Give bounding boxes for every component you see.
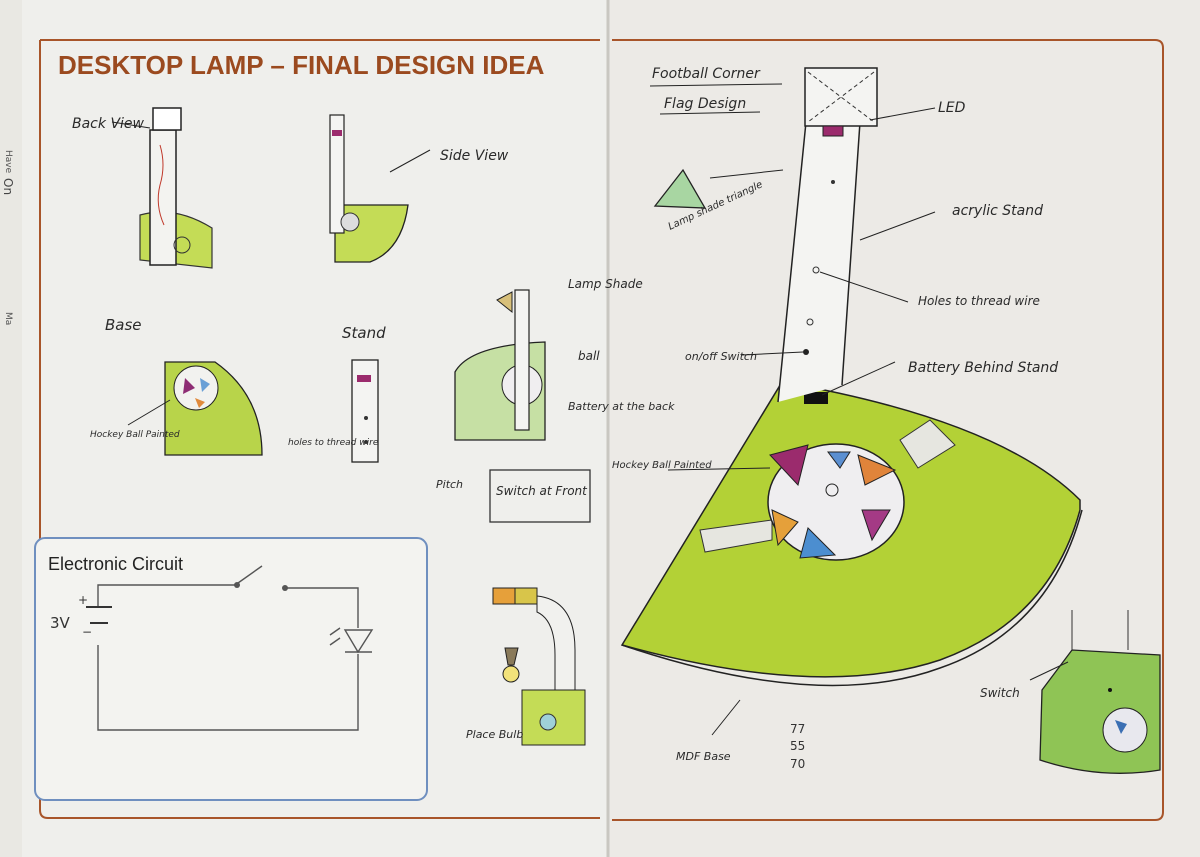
dim-3: 70 bbox=[790, 757, 805, 771]
circuit-voltage: 3V bbox=[50, 614, 71, 632]
switch-contact-2 bbox=[282, 585, 288, 591]
circuit-box bbox=[34, 537, 428, 801]
switch-front-box bbox=[489, 469, 591, 523]
heading-line2: Flag Design bbox=[664, 96, 746, 112]
label-battery-back: Battery at the back bbox=[568, 400, 675, 413]
stand-sketch bbox=[351, 359, 379, 463]
left-frame bbox=[39, 39, 600, 819]
label-side-view: Side View bbox=[440, 148, 509, 164]
arrow-lamp-shade bbox=[709, 169, 784, 179]
circuit-title: Electronic Circuit bbox=[48, 554, 183, 574]
label-back-view: Back View bbox=[72, 116, 145, 132]
label-mdf-base: MDF Base bbox=[676, 750, 731, 763]
label-base: Base bbox=[105, 316, 142, 334]
heading-underline-1 bbox=[649, 83, 783, 87]
circuit-plus: + bbox=[78, 593, 88, 607]
label-ball: ball bbox=[578, 349, 600, 363]
base-sketch bbox=[164, 361, 263, 456]
dim-2: 55 bbox=[790, 739, 805, 753]
arrow-on-off-switch bbox=[741, 351, 804, 356]
label-lamp-shade: Lamp Shade bbox=[568, 277, 643, 291]
back-view-sketch bbox=[139, 107, 213, 269]
dim-1: 77 bbox=[790, 722, 805, 736]
arrow-hockey-ball-left bbox=[127, 399, 171, 426]
label-holes-thread-left: holes to thread wire bbox=[288, 438, 379, 448]
label-switch-front: Switch at Front bbox=[496, 484, 588, 498]
lamp-shade-triangle bbox=[653, 168, 707, 209]
label-battery-behind: Battery Behind Stand bbox=[908, 360, 1058, 376]
arrow-hockey-ball-right bbox=[667, 467, 771, 471]
label-on-off-switch: on/off Switch bbox=[685, 350, 757, 363]
mdf-base-drawing bbox=[620, 381, 1083, 687]
label-stand: Stand bbox=[342, 324, 386, 342]
arrow-switch bbox=[1029, 661, 1069, 681]
right-frame bbox=[612, 39, 1164, 821]
circuit-minus: − bbox=[82, 625, 92, 639]
label-place-bulb: Place Bulb bbox=[466, 728, 523, 741]
assembled-lamp-sketch bbox=[454, 289, 546, 441]
label-acrylic-stand: acrylic Stand bbox=[952, 203, 1043, 219]
arrow-holes-right bbox=[819, 271, 909, 303]
switch-detail-sketch bbox=[1039, 610, 1161, 774]
arrow-back-view bbox=[111, 121, 151, 129]
label-hockey-ball-right: Hockey Ball Painted bbox=[612, 460, 712, 471]
arrow-acrylic-stand bbox=[859, 211, 936, 241]
page-title: DESKTOP LAMP – FINAL DESIGN IDEA bbox=[58, 50, 545, 80]
edge-fragment-1: On bbox=[1, 178, 15, 195]
arrow-led bbox=[869, 107, 936, 121]
arrow-mdf-base bbox=[711, 699, 741, 736]
arrow-battery-behind bbox=[821, 361, 896, 396]
edge-fragment-3: Ma bbox=[3, 312, 13, 325]
side-view-sketch bbox=[329, 114, 409, 263]
bulb-sketch bbox=[492, 587, 586, 746]
label-hockey-ball-left: Hockey Ball Painted bbox=[90, 430, 180, 440]
switch-contact bbox=[234, 582, 240, 588]
label-switch: Switch bbox=[980, 686, 1020, 700]
label-led: LED bbox=[938, 100, 966, 116]
label-pitch: Pitch bbox=[436, 478, 463, 491]
acrylic-stand-drawing bbox=[777, 67, 878, 403]
circuit-diagram bbox=[86, 565, 374, 731]
heading-line1: Football Corner bbox=[652, 66, 761, 82]
label-holes-thread-right: Holes to thread wire bbox=[918, 294, 1040, 308]
heading-underline-2 bbox=[659, 111, 761, 115]
edge-fragment-2: Have bbox=[3, 150, 13, 174]
arrow-side-view bbox=[389, 149, 431, 173]
